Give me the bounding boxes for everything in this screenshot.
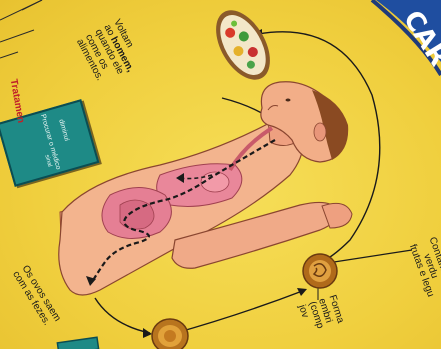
arrow-body-to-egg bbox=[95, 298, 150, 333]
treatment-card-fragment bbox=[57, 337, 98, 349]
parasite-egg-embryonated bbox=[303, 254, 337, 288]
parasite-egg-bottom bbox=[152, 319, 188, 349]
pointer-contam bbox=[334, 250, 412, 262]
top-left-grid bbox=[0, 0, 42, 58]
cycle-arc-bottom bbox=[172, 290, 305, 334]
food-plate-illustration bbox=[205, 1, 281, 89]
card-text-dimum: diminui bbox=[57, 119, 70, 142]
